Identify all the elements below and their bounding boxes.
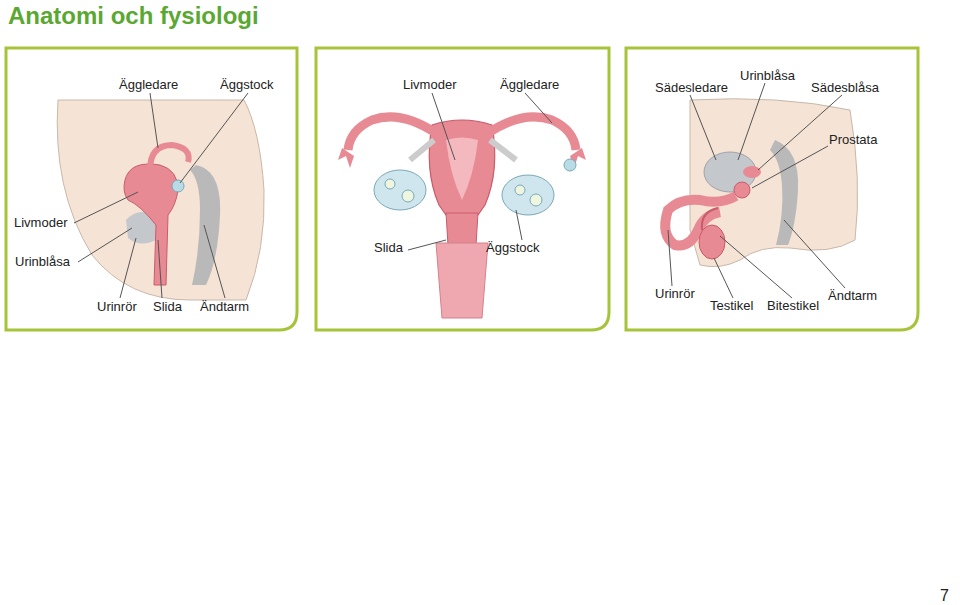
part-label: Ändtarm <box>200 299 249 314</box>
part-label: Sädesblåsa <box>811 80 879 95</box>
panel-frame <box>626 48 918 330</box>
page-number: 7 <box>940 588 949 603</box>
leader-lines <box>74 83 845 298</box>
part-label: Urinrör <box>97 299 137 314</box>
part-label: Ändtarm <box>828 288 877 303</box>
part-label: Urinrör <box>655 286 695 301</box>
part-label: Livmoder <box>14 215 67 230</box>
part-label: Slida <box>374 240 403 255</box>
part-label: Testikel <box>710 298 753 313</box>
part-label: Urinblåsa <box>15 254 70 269</box>
part-label: Sädesledare <box>655 80 728 95</box>
part-label: Bitestikel <box>767 298 819 313</box>
page-title: Anatomi och fysiologi <box>8 2 259 30</box>
part-label: Äggledare <box>119 77 178 92</box>
male-side-view <box>665 99 857 267</box>
part-label: Livmoder <box>403 77 456 92</box>
female-front-view <box>338 117 586 318</box>
part-label: Äggledare <box>500 77 559 92</box>
part-label: Urinblåsa <box>740 68 795 83</box>
part-label: Äggstock <box>220 77 273 92</box>
panel-frame <box>6 48 297 330</box>
female-side-view <box>57 100 264 300</box>
part-label: Slida <box>153 299 182 314</box>
panel-frame <box>316 48 609 330</box>
part-label: Äggstock <box>486 240 539 255</box>
part-label: Prostata <box>829 132 877 147</box>
